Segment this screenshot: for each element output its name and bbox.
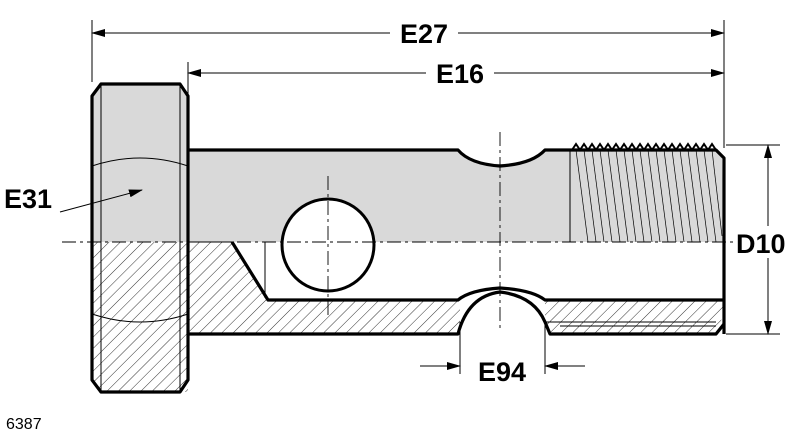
- shank-exterior: [188, 150, 724, 242]
- label-overall-length: E27: [400, 19, 448, 49]
- hatched-section: [92, 242, 724, 392]
- thread-profile: [571, 142, 717, 152]
- hex-head-exterior: [92, 84, 188, 242]
- hex-head-outline: [90, 82, 190, 394]
- label-head-size: E31: [4, 184, 52, 214]
- reference-number: 6387: [6, 416, 42, 433]
- label-groove-width: E94: [478, 357, 526, 387]
- thread-lines: [575, 149, 723, 243]
- leader-head-size: [59, 189, 143, 213]
- label-shank-length: E16: [436, 59, 484, 89]
- label-thread-diameter: D10: [736, 229, 786, 259]
